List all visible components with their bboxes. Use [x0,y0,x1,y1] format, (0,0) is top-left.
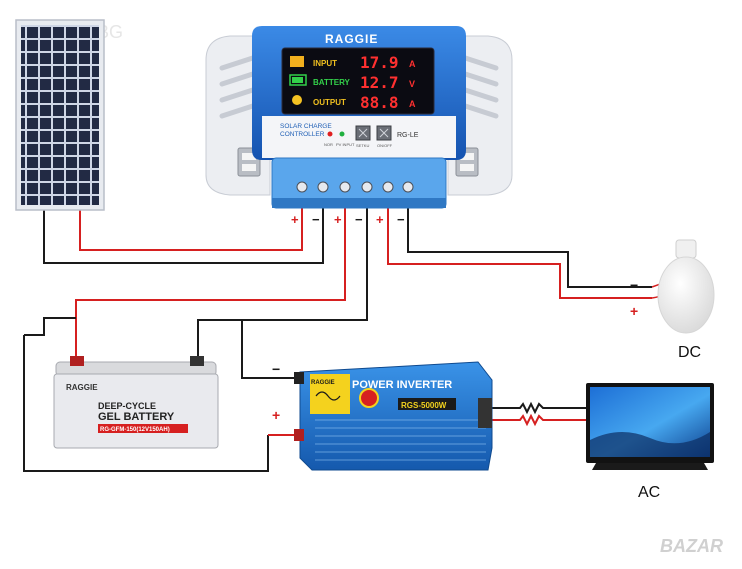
display-output-value: 88.8 [360,93,399,112]
inverter-plus-label: + [272,407,280,423]
wire-load-negative [407,192,652,288]
wire-inverter-positive [24,317,76,336]
inverter-pos-terminal [294,429,304,441]
controller-polarity-marks: + − + − + − [291,212,405,227]
controller-terminals [296,181,414,193]
dc-label: DC [678,344,701,361]
solar-charge-controller: RAGGIE INPUT 17.9 A BATTERY 12.7 V OUTPU… [205,26,513,209]
watermark-bottom: BAZAR [660,536,723,556]
pv-icon [290,56,304,67]
bulb-glass [657,256,715,334]
solar-panel [15,19,105,211]
indicator-label-2: PV INPUT [336,142,355,147]
display-battery-unit: V [409,79,415,89]
indicator-led-2 [339,131,345,137]
ac-television: AC [586,383,714,501]
display-battery-value: 12.7 [360,73,399,92]
inverter-brand: RAGGIE [311,380,335,386]
indicator-led-1 [327,131,333,137]
indicator-label-1: NOR [324,142,333,147]
pv-plus-mark: + [291,212,299,227]
bulb-cap [675,239,697,259]
pv-minus-mark: − [312,212,320,227]
ac-label: AC [638,484,660,501]
battery-brand: RAGGIE [66,383,98,392]
terminal-load-negative [402,181,414,193]
gel-battery: RAGGIE DEEP-CYCLE GEL BATTERY RG-GFM-150… [53,356,219,449]
tv-stand [592,463,708,470]
inverter-model: RGS-5000W [401,401,447,410]
negative-wires [23,192,652,472]
inverter-neg-terminal [294,372,304,384]
display-input-label: INPUT [313,59,337,68]
sine-wave-icon [315,391,341,401]
display-input-unit: A [409,59,416,69]
battery-model: RG-GFM-150(12V150AH) [100,427,170,433]
battery-line1: DEEP-CYCLE [98,401,156,411]
wire-battery-positive [75,192,346,364]
bat-plus-mark: + [334,212,342,227]
load-plus-label: + [630,303,638,319]
display-battery-label: BATTERY [313,78,351,87]
onoff-label: ON/OFF [377,143,393,148]
inverter-title: POWER INVERTER [352,379,452,391]
terminal-load-positive [382,181,394,193]
wire-load-positive [387,192,652,299]
load-minus-label: − [630,277,638,293]
terminal-bat-positive [339,181,351,193]
wire-ac-2 [490,413,588,427]
wire-solar-negative [43,192,324,264]
display-input-value: 17.9 [360,53,399,72]
bulb-icon [292,95,302,105]
terminal-pv-positive [296,181,308,193]
inverter-ac-socket [478,398,492,428]
inverter-minus-label: − [272,361,280,377]
terminal-pv-negative [317,181,329,193]
controller-model: RG-LE [397,132,419,139]
display-output-unit: A [409,99,416,109]
wire-solar-positive [79,192,303,251]
inverter-badge [359,388,379,408]
display-output-label: OUTPUT [313,98,346,107]
setku-label: SETKU [356,143,369,148]
controller-caption-1: SOLAR CHARGE [280,123,332,130]
wire-ac-1 [490,401,588,415]
controller-display [281,47,435,115]
power-inverter: RAGGIE POWER INVERTER RGS-5000W − + [272,361,493,471]
battery-line2: GEL BATTERY [98,411,175,423]
battery-icon [289,74,307,86]
wire-inverter-negative [241,320,300,379]
terminal-bat-negative [361,181,373,193]
wire-battery-negative [197,192,368,364]
load-plus-mark: + [376,212,384,227]
bat-minus-mark: − [355,212,363,227]
load-minus-mark: − [397,212,405,227]
controller-brand: RAGGIE [325,32,378,46]
controller-caption-2: CONTROLLER [280,131,325,138]
dc-bulb: − + DC [630,239,715,361]
solar-panel-cells [21,25,99,205]
wire-battery-bottom [23,335,269,472]
